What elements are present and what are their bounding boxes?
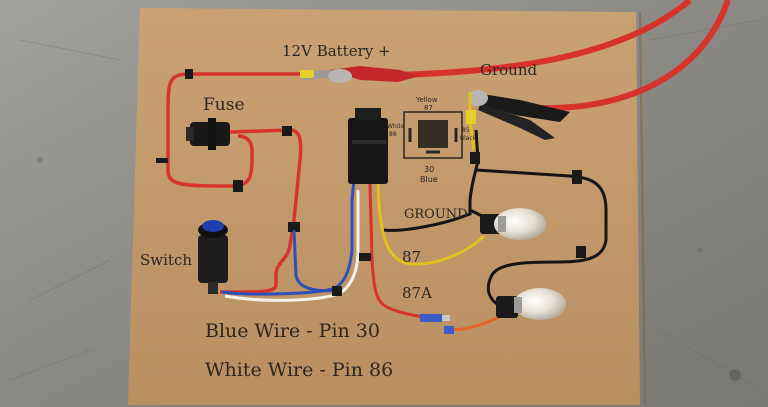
note-blue-wire: Blue Wire - Pin 30 <box>205 320 380 342</box>
note-white-wire: White Wire - Pin 86 <box>205 359 393 381</box>
relay-yellow-label: Yellow <box>415 96 438 104</box>
pin87a-label: 87A <box>402 284 432 302</box>
ground-mid-label: GROUND <box>404 207 468 222</box>
metal-scratches <box>9 19 761 391</box>
fuse-label: Fuse <box>203 95 245 115</box>
relay-black-label: Black <box>460 135 477 142</box>
automotive-relay <box>348 108 388 184</box>
relay-85-label: 85 <box>462 127 470 134</box>
relay-87-label: 87 <box>424 104 433 112</box>
relay-30-label: 30 <box>424 165 434 174</box>
bulb-ground-wire <box>475 168 608 308</box>
ground-top-label: Ground <box>480 61 538 79</box>
relay-pin-diagram <box>403 111 463 159</box>
bulb-upper <box>480 208 546 240</box>
battery-positive-lead <box>394 0 692 78</box>
bulb-lower <box>496 288 566 320</box>
relay-86-label: 86 <box>389 131 397 138</box>
pin87-wire <box>376 183 486 266</box>
switch-feed-wire <box>220 128 303 294</box>
fuse-feed-wire <box>166 72 300 188</box>
relay-white-label: White <box>387 123 405 130</box>
pushbutton-switch <box>198 220 228 294</box>
switch-label: Switch <box>140 251 192 269</box>
cardboard-board <box>128 8 640 405</box>
pin87-label: 87 <box>402 248 421 266</box>
fuse-holder <box>186 118 230 150</box>
relay-ground-wire <box>383 129 480 232</box>
ground-clip <box>468 90 570 140</box>
relay-blue-label: Blue <box>420 175 438 184</box>
battery-label: 12V Battery + <box>282 42 391 60</box>
battery-ground-lead <box>539 0 731 112</box>
